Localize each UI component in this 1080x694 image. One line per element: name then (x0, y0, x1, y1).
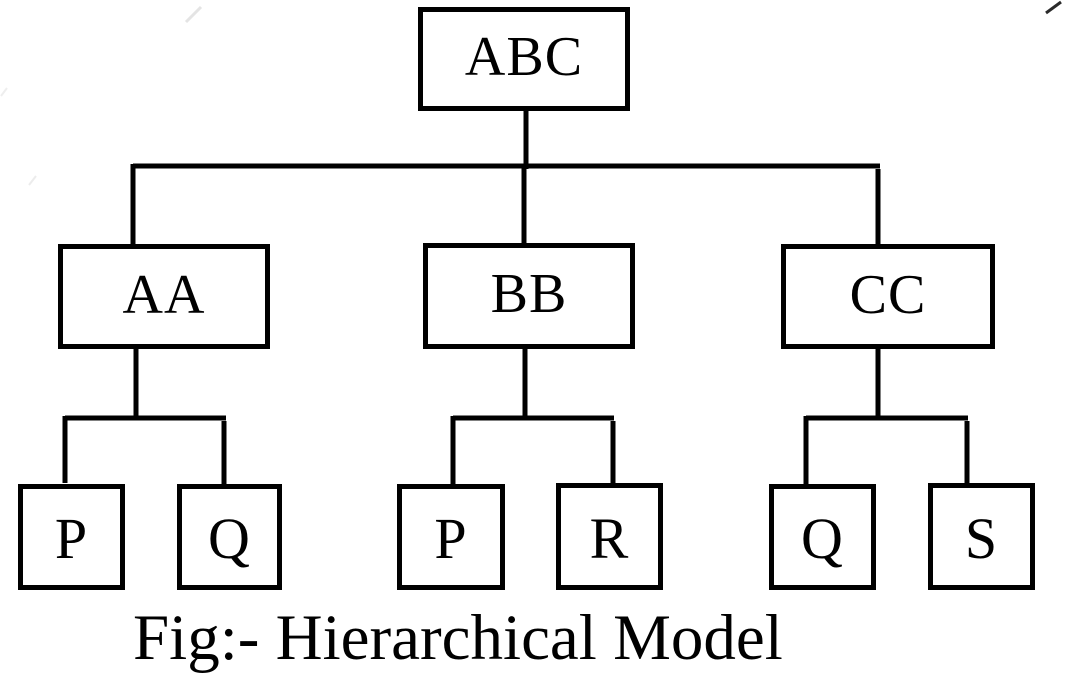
node-cc: CC (781, 244, 995, 349)
leaf-q-under-cc: Q (769, 484, 876, 590)
scan-artifact-mark (1045, 0, 1062, 15)
scan-artifact-mark (28, 175, 37, 186)
node-label: CC (849, 263, 927, 326)
node-label: ABC (464, 26, 584, 88)
node-abc: ABC (418, 7, 630, 111)
node-label: P (434, 506, 468, 571)
leaf-r-under-bb: R (556, 483, 663, 590)
leaf-p-under-bb: P (397, 484, 505, 590)
node-label: AA (122, 263, 206, 326)
leaf-s-under-cc: S (928, 483, 1035, 590)
node-label: Q (801, 506, 844, 571)
node-aa: AA (58, 244, 270, 349)
leaf-p-under-aa: P (18, 484, 125, 590)
scan-artifact-mark (0, 87, 8, 97)
scan-artifact-mark (184, 5, 203, 24)
node-bb: BB (423, 243, 635, 349)
node-label: BB (490, 263, 568, 325)
leaf-q-under-aa: Q (177, 484, 282, 590)
node-label: Q (208, 506, 251, 571)
figure-caption: Fig:- Hierarchical Model (133, 602, 783, 674)
node-label: S (964, 505, 999, 571)
node-label: P (54, 506, 89, 571)
node-label: R (589, 505, 630, 571)
